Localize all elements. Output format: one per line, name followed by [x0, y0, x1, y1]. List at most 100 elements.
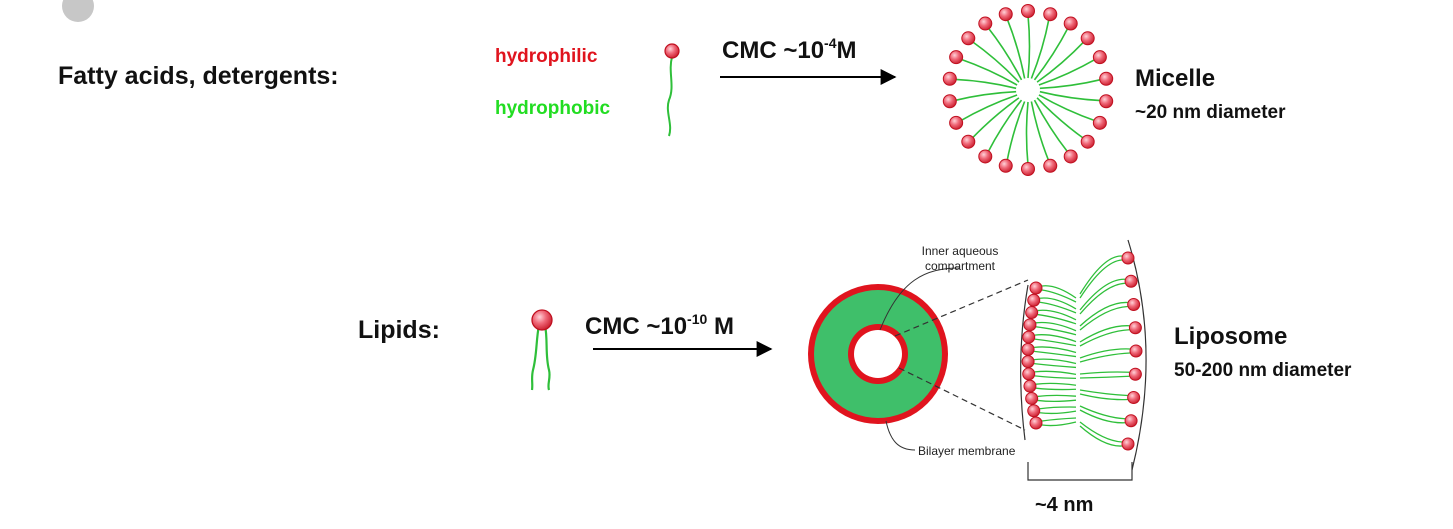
bilayer-outer-head — [1128, 321, 1142, 335]
bilayer-inner-tail — [1034, 346, 1077, 354]
fatty-acids-label: Fatty acids, detergents: — [58, 62, 339, 90]
micelle-tail — [1027, 14, 1031, 79]
hydrophobic-label: hydrophobic — [495, 98, 610, 119]
bilayer-outer-tail — [1079, 405, 1126, 420]
liposome-figure: Inner aqueous compartment Bilayer membra… — [783, 232, 1158, 482]
bilayer-outer-tail — [1079, 421, 1123, 443]
liposome-aqueous-core — [854, 330, 902, 378]
micelle-head — [998, 7, 1013, 22]
bilayer-outer-head — [1129, 344, 1143, 358]
cmc-label-1: CMC ~10-4M — [722, 35, 857, 64]
bilayer-outer-tail — [1079, 305, 1128, 331]
bilayer-inner-tail — [1041, 421, 1077, 427]
bilayer-outer-head — [1124, 414, 1138, 428]
bilayer-inner-tail — [1041, 417, 1077, 422]
bilayer-inner-tail — [1035, 326, 1077, 336]
bilayer-inner-tail — [1034, 375, 1077, 380]
bilayer-inner-head — [1025, 391, 1039, 405]
micelle-tail — [1038, 58, 1097, 86]
micelle-tail — [1036, 97, 1086, 140]
bilayer-inner-tail — [1034, 370, 1077, 376]
micelle-tail — [953, 78, 1017, 90]
bilayer-inner-head — [1021, 355, 1035, 369]
bilayer-outer-tail — [1079, 255, 1123, 295]
micelle-tail — [1030, 17, 1050, 79]
bilayer-inner-tail — [1037, 394, 1077, 398]
bilayer-inner-tail — [1034, 334, 1077, 343]
micelle-tail — [953, 90, 1017, 102]
micelle-tail — [1033, 26, 1070, 81]
micelle-tail — [986, 99, 1023, 154]
bilayer-outer-head — [1127, 298, 1141, 311]
bilayer-inner-tail — [1041, 289, 1077, 303]
bilayer-inner-tail — [1037, 309, 1077, 321]
bilayer-inner-tail — [1039, 410, 1077, 415]
bilayer-leader — [885, 420, 916, 451]
micelle-tail — [1036, 40, 1086, 83]
micelle-head — [949, 50, 964, 65]
inner-aqueous-label-1: Inner aqueous — [922, 244, 999, 258]
micelle-tail — [1025, 101, 1029, 166]
micelle-head — [1080, 134, 1095, 149]
bilayer-outer-tail — [1079, 259, 1123, 299]
bilayer-inner-tail — [1037, 399, 1077, 403]
fatty-acid-tail — [666, 56, 673, 137]
micelle-head — [1092, 50, 1107, 65]
bilayer-inner-head — [1023, 379, 1037, 393]
micelle-head — [1080, 31, 1095, 46]
cmc-arrow-2: CMC ~10-10 M — [585, 311, 773, 357]
bilayer-inner-tail — [1039, 406, 1077, 410]
bilayer-outer-tail — [1079, 329, 1130, 347]
bilayer-outer-tail — [1079, 352, 1131, 363]
bilayer-inner-tail — [1039, 301, 1077, 314]
micelle-head — [978, 16, 993, 31]
lipid-tail-1 — [530, 324, 541, 391]
micelle-subtitle: ~20 nm diameter — [1135, 102, 1286, 123]
micelle-title: Micelle — [1135, 65, 1215, 92]
bilayer-outer-head — [1127, 391, 1141, 404]
bilayer-inner-tail — [1034, 350, 1077, 358]
bilayer-inner-head — [1021, 342, 1035, 356]
lipids-label: Lipids: — [358, 316, 440, 344]
bilayer-outer-tail — [1079, 348, 1131, 359]
hydrophilic-label: hydrophilic — [495, 46, 598, 67]
micelle-head — [949, 115, 964, 130]
bilayer-zoom — [1020, 239, 1147, 471]
micelle-tail — [1039, 90, 1103, 102]
micelle-head — [1063, 16, 1078, 31]
inner-aqueous-leader — [879, 267, 961, 331]
micelle-head — [1021, 162, 1035, 176]
bilayer-inner-head — [1022, 367, 1036, 381]
cmc-arrow-1: CMC ~10-4M — [720, 35, 897, 85]
micelle-tail — [959, 58, 1018, 86]
bilayer-inner-head — [1027, 293, 1041, 307]
bilayer-inner-tail — [1037, 313, 1077, 325]
micelle-tail — [1038, 94, 1097, 122]
micelle-head — [1099, 71, 1114, 86]
bilayer-inner-tail — [1034, 358, 1077, 365]
bilayer-inner-head — [1029, 416, 1043, 430]
liposome-title: Liposome — [1174, 323, 1287, 350]
bilayer-outer-tail — [1079, 325, 1130, 343]
micelle-tail — [1039, 78, 1103, 90]
micelle-tail — [986, 26, 1023, 81]
micelle-tail — [1006, 17, 1026, 79]
bilayer-inner-head — [1029, 281, 1043, 295]
liposome-subtitle: 50-200 nm diameter — [1174, 360, 1352, 381]
micelle-tail — [1030, 101, 1050, 163]
micelle-head — [978, 149, 993, 164]
micelle-head — [1063, 149, 1078, 164]
bilayer-membrane-label: Bilayer membrane — [918, 444, 1016, 458]
bilayer-inner-head — [1022, 330, 1036, 344]
bilayer-inner-tail — [1039, 297, 1077, 310]
bilayer-outer-head — [1121, 251, 1135, 265]
lipid-tail-2 — [543, 324, 551, 391]
bilayer-outer-head — [1128, 367, 1142, 381]
micelle-head — [961, 134, 976, 149]
micelle-head — [1099, 94, 1114, 109]
micelle-tail — [970, 40, 1020, 83]
bilayer-outer-head — [1121, 437, 1135, 451]
micelle-tail — [959, 94, 1018, 122]
micelle-head — [1043, 158, 1058, 173]
